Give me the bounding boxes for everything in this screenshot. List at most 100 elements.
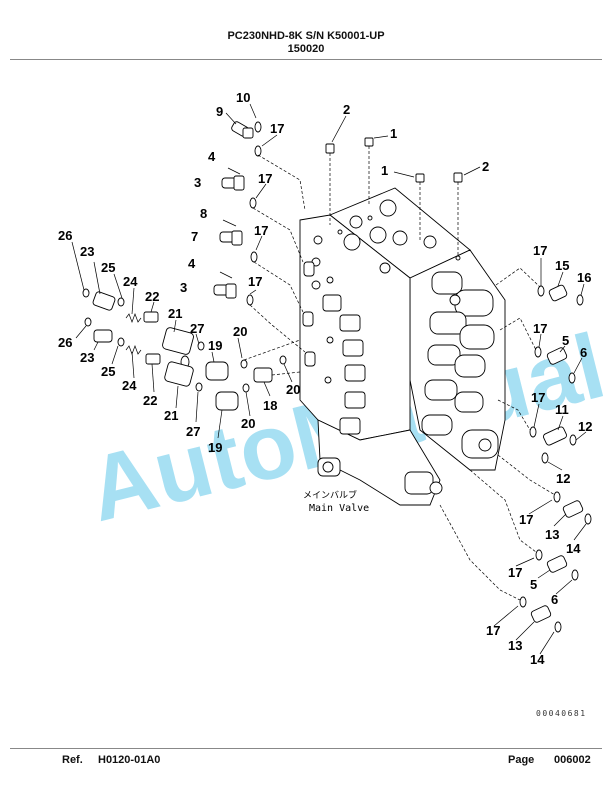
o-ring-17-r1 — [537, 285, 545, 297]
callout-17: 17 — [258, 171, 272, 186]
callout-10: 10 — [236, 90, 250, 105]
callout-17: 17 — [519, 512, 533, 527]
callout-2: 2 — [482, 159, 489, 174]
elbow-19 — [205, 361, 239, 411]
callout-23: 23 — [80, 350, 94, 365]
o-ring-20 — [240, 359, 248, 369]
callout-23: 23 — [80, 244, 94, 259]
callout-25: 25 — [101, 260, 115, 275]
drawing-code: 00040681 — [536, 709, 587, 718]
callout-20: 20 — [241, 416, 255, 431]
cap-14 — [584, 513, 592, 525]
connector-15 — [548, 284, 568, 302]
spring-24 — [125, 313, 142, 355]
ref-label: Ref. — [62, 754, 83, 766]
elbow-fitting-3-lower — [213, 283, 254, 306]
callout-8: 8 — [200, 206, 207, 221]
callout-17: 17 — [508, 565, 522, 580]
callout-3: 3 — [180, 280, 187, 295]
callout-17: 17 — [533, 243, 547, 258]
callout-22: 22 — [145, 289, 159, 304]
callout-15: 15 — [555, 258, 569, 273]
callout-17: 17 — [533, 321, 547, 336]
callout-12: 12 — [578, 419, 592, 434]
callout-21: 21 — [168, 306, 182, 321]
o-ring-17-r5 — [535, 549, 543, 561]
main-valve-label-jp: メインバルブ — [303, 489, 357, 501]
callout-17: 17 — [254, 223, 268, 238]
o-ring-17 — [254, 145, 262, 157]
callout-27: 27 — [186, 424, 200, 439]
callout-22: 22 — [143, 393, 157, 408]
callout-21: 21 — [164, 408, 178, 423]
cap-6 — [568, 372, 576, 384]
connector-23 — [92, 291, 116, 311]
main-valve-body — [299, 187, 506, 506]
callout-25: 25 — [101, 364, 115, 379]
model-title: PC230NHD-8K S/N K50001-UP — [227, 30, 385, 42]
callout-numbers: 1 1 2 2 3 3 4 4 5 5 6 6 7 8 9 10 11 12 1… — [58, 90, 592, 667]
callout-13: 13 — [508, 638, 522, 653]
cap-14-lower — [554, 621, 562, 633]
callout-2: 2 — [343, 102, 350, 117]
connector-5-lower — [546, 555, 568, 573]
callout-3: 3 — [194, 175, 201, 190]
callout-12: 12 — [556, 471, 570, 486]
cap-16 — [576, 294, 584, 306]
callout-24: 24 — [122, 378, 137, 393]
poppet-22-lower — [145, 353, 161, 365]
callout-26: 26 — [58, 335, 72, 350]
o-ring-26-lower — [84, 317, 92, 327]
o-ring-26 — [82, 288, 90, 298]
callout-6: 6 — [551, 592, 558, 607]
callout-20: 20 — [233, 324, 247, 339]
callout-17: 17 — [531, 390, 545, 405]
o-ring-17-r2 — [534, 346, 542, 358]
elbow-fitting-7 — [219, 230, 258, 263]
page-label: Page — [508, 754, 535, 766]
connector-23-lower — [93, 329, 113, 343]
plug-12 — [569, 434, 577, 446]
elbow-fitting-3 — [221, 175, 257, 209]
callout-4: 4 — [208, 149, 216, 164]
o-ring-27 — [197, 341, 205, 351]
callout-9: 9 — [216, 104, 223, 119]
page-header: PC230NHD-8K S/N K50001-UP 150020 — [0, 30, 612, 56]
callout-26: 26 — [58, 228, 72, 243]
callout-18: 18 — [263, 398, 277, 413]
elbow-fitting-9 — [231, 121, 262, 139]
page-value: 006002 — [554, 754, 591, 766]
callout-17: 17 — [486, 623, 500, 638]
body-21 — [162, 327, 194, 369]
callout-20: 20 — [286, 382, 300, 397]
callout-14: 14 — [566, 541, 581, 556]
plug-2-top — [325, 143, 463, 255]
connector-11 — [543, 426, 567, 446]
cap-6-lower — [571, 569, 579, 581]
plug-12-lower — [541, 452, 549, 464]
callout-17: 17 — [248, 274, 262, 289]
o-ring-20-lower — [242, 383, 250, 393]
adapter-18 — [253, 367, 273, 383]
group-number: 150020 — [287, 43, 325, 55]
plug-1-top — [364, 137, 425, 240]
connector-13-lower — [530, 605, 552, 623]
callout-16: 16 — [577, 270, 591, 285]
callout-7: 7 — [191, 229, 198, 244]
callout-6: 6 — [580, 345, 587, 360]
callout-1: 1 — [390, 126, 397, 141]
o-ring-17-r3 — [529, 426, 537, 438]
callout-1: 1 — [381, 163, 388, 178]
connector-13 — [562, 500, 584, 518]
callout-5: 5 — [530, 577, 537, 592]
body-21-lower — [164, 361, 194, 387]
connector-5 — [546, 347, 568, 365]
callout-5: 5 — [562, 333, 569, 348]
callout-27: 27 — [190, 321, 204, 336]
footer-divider — [10, 748, 602, 749]
ref-value: H0120-01A0 — [98, 754, 161, 766]
o-ring-20-right — [279, 355, 287, 365]
callout-11: 11 — [555, 402, 569, 417]
poppet-22 — [143, 311, 159, 323]
